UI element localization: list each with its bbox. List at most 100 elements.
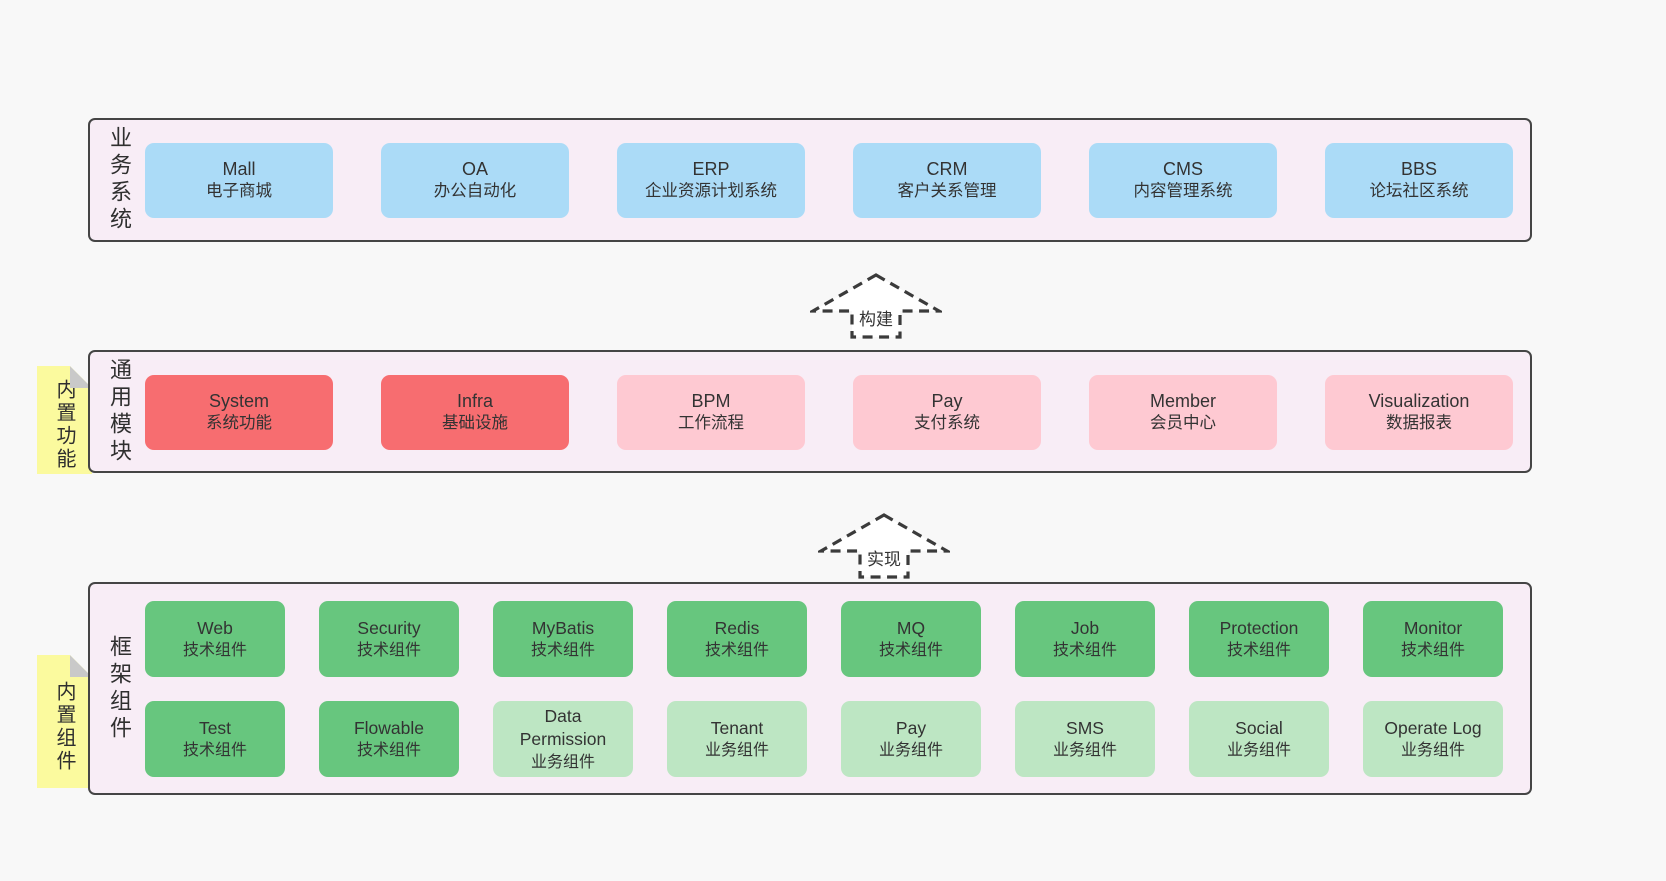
- box-title: BPM: [691, 390, 731, 411]
- box-title: Tenant: [710, 717, 764, 738]
- box-crm: CRM 客户关系管理: [853, 143, 1041, 218]
- section-business-systems: 业务系统 Mall 电子商城 OA 办公自动化 ERP 企业资源计划系统 CRM…: [88, 118, 1532, 242]
- box-subtitle: 业务组件: [1052, 741, 1117, 759]
- sticky-built-in-components: 内置组件: [37, 655, 92, 788]
- box-title: Visualization: [1368, 390, 1470, 411]
- box-flowable: Flowable 技术组件: [319, 701, 459, 777]
- box-subtitle: 业务组件: [1400, 741, 1465, 759]
- box-subtitle: 技术组件: [182, 741, 247, 759]
- box-subtitle: 技术组件: [1226, 641, 1291, 659]
- section-label-framework: 框架组件: [107, 634, 132, 743]
- box-subtitle: 业务组件: [704, 741, 769, 759]
- box-title: OA: [461, 158, 488, 179]
- box-subtitle: 业务组件: [878, 741, 943, 759]
- box-mq: MQ 技术组件: [841, 601, 981, 677]
- box-title: Data Permission: [519, 706, 607, 750]
- box-title: Infra: [456, 390, 494, 411]
- box-job: Job 技术组件: [1015, 601, 1155, 677]
- box-subtitle: 电子商城: [206, 182, 272, 201]
- box-visualization: Visualization 数据报表: [1325, 375, 1513, 450]
- box-mall: Mall 电子商城: [145, 143, 333, 218]
- box-erp: ERP 企业资源计划系统: [617, 143, 805, 218]
- modules-box-row: System 系统功能 Infra 基础设施 BPM 工作流程 Pay 支付系统…: [145, 375, 1513, 450]
- box-test: Test 技术组件: [145, 701, 285, 777]
- box-protection: Protection 技术组件: [1189, 601, 1329, 677]
- box-subtitle: 系统功能: [206, 414, 272, 433]
- box-system: System 系统功能: [145, 375, 333, 450]
- box-subtitle: 工作流程: [678, 414, 744, 433]
- box-subtitle: 基础设施: [442, 414, 508, 433]
- box-subtitle: 业务组件: [530, 753, 595, 771]
- framework-row-2: Test 技术组件 Flowable 技术组件 Data Permission …: [145, 701, 1503, 777]
- section-label-modules: 通用模块: [107, 357, 132, 466]
- arrow-build: 构建: [810, 272, 942, 340]
- box-member: Member 会员中心: [1089, 375, 1277, 450]
- box-pay-module: Pay 支付系统: [853, 375, 1041, 450]
- box-title: Redis: [714, 617, 760, 638]
- box-redis: Redis 技术组件: [667, 601, 807, 677]
- box-subtitle: 技术组件: [704, 641, 769, 659]
- box-sms: SMS 业务组件: [1015, 701, 1155, 777]
- box-title: Flowable: [353, 717, 425, 738]
- box-title: CMS: [1163, 158, 1203, 179]
- box-title: ERP: [692, 158, 730, 179]
- box-title: Mall: [222, 158, 256, 179]
- section-framework-components: 框架组件 Web 技术组件 Security 技术组件 MyBatis 技术组件…: [88, 582, 1532, 795]
- box-title: MyBatis: [531, 617, 595, 638]
- box-subtitle: 技术组件: [878, 641, 943, 659]
- box-title: BBS: [1400, 158, 1438, 179]
- box-bpm: BPM 工作流程: [617, 375, 805, 450]
- box-title: Social: [1235, 717, 1283, 738]
- box-title: SMS: [1066, 717, 1104, 738]
- framework-row-1: Web 技术组件 Security 技术组件 MyBatis 技术组件 Redi…: [145, 601, 1503, 677]
- box-subtitle: 业务组件: [1226, 741, 1291, 759]
- box-subtitle: 技术组件: [356, 641, 421, 659]
- box-subtitle: 内容管理系统: [1133, 182, 1233, 201]
- box-infra: Infra 基础设施: [381, 375, 569, 450]
- box-title: Monitor: [1403, 617, 1463, 638]
- sticky-label: 内置组件: [53, 680, 75, 773]
- box-title: Member: [1149, 390, 1216, 411]
- business-box-row: Mall 电子商城 OA 办公自动化 ERP 企业资源计划系统 CRM 客户关系…: [145, 143, 1513, 218]
- box-subtitle: 企业资源计划系统: [645, 182, 777, 201]
- box-subtitle: 技术组件: [1400, 641, 1465, 659]
- box-subtitle: 客户关系管理: [897, 182, 997, 201]
- box-subtitle: 技术组件: [356, 741, 421, 759]
- box-cms: CMS 内容管理系统: [1089, 143, 1277, 218]
- box-title: Job: [1070, 617, 1100, 638]
- box-data-permission: Data Permission 业务组件: [493, 701, 633, 777]
- box-oa: OA 办公自动化: [381, 143, 569, 218]
- box-title: CRM: [926, 158, 968, 179]
- box-title: Protection: [1219, 617, 1299, 638]
- box-title: Operate Log: [1384, 717, 1482, 738]
- sticky-label: 内置功能: [53, 379, 75, 471]
- box-security: Security 技术组件: [319, 601, 459, 677]
- box-monitor: Monitor 技术组件: [1363, 601, 1503, 677]
- sticky-built-in-features: 内置功能: [37, 366, 92, 474]
- box-operate-log: Operate Log 业务组件: [1363, 701, 1503, 777]
- box-title: Pay: [895, 717, 927, 738]
- box-subtitle: 支付系统: [914, 414, 980, 433]
- box-title: Test: [198, 717, 232, 738]
- section-common-modules: 通用模块 System 系统功能 Infra 基础设施 BPM 工作流程 Pay…: [88, 350, 1532, 473]
- box-subtitle: 技术组件: [182, 641, 247, 659]
- box-title: Pay: [931, 390, 963, 411]
- box-tenant: Tenant 业务组件: [667, 701, 807, 777]
- arrow-implement: 实现: [818, 512, 950, 580]
- box-title: Security: [357, 617, 421, 638]
- box-subtitle: 办公自动化: [433, 182, 517, 201]
- arrow-implement-label: 实现: [865, 545, 903, 570]
- box-social: Social 业务组件: [1189, 701, 1329, 777]
- box-subtitle: 技术组件: [1052, 641, 1117, 659]
- box-title: MQ: [896, 617, 926, 638]
- box-subtitle: 技术组件: [530, 641, 595, 659]
- arrow-build-label: 构建: [857, 305, 895, 330]
- box-subtitle: 会员中心: [1150, 414, 1216, 433]
- box-title: System: [208, 390, 269, 411]
- box-mybatis: MyBatis 技术组件: [493, 601, 633, 677]
- box-web: Web 技术组件: [145, 601, 285, 677]
- box-title: Web: [197, 617, 233, 638]
- section-label-business: 业务系统: [107, 126, 132, 234]
- box-subtitle: 论坛社区系统: [1369, 182, 1469, 201]
